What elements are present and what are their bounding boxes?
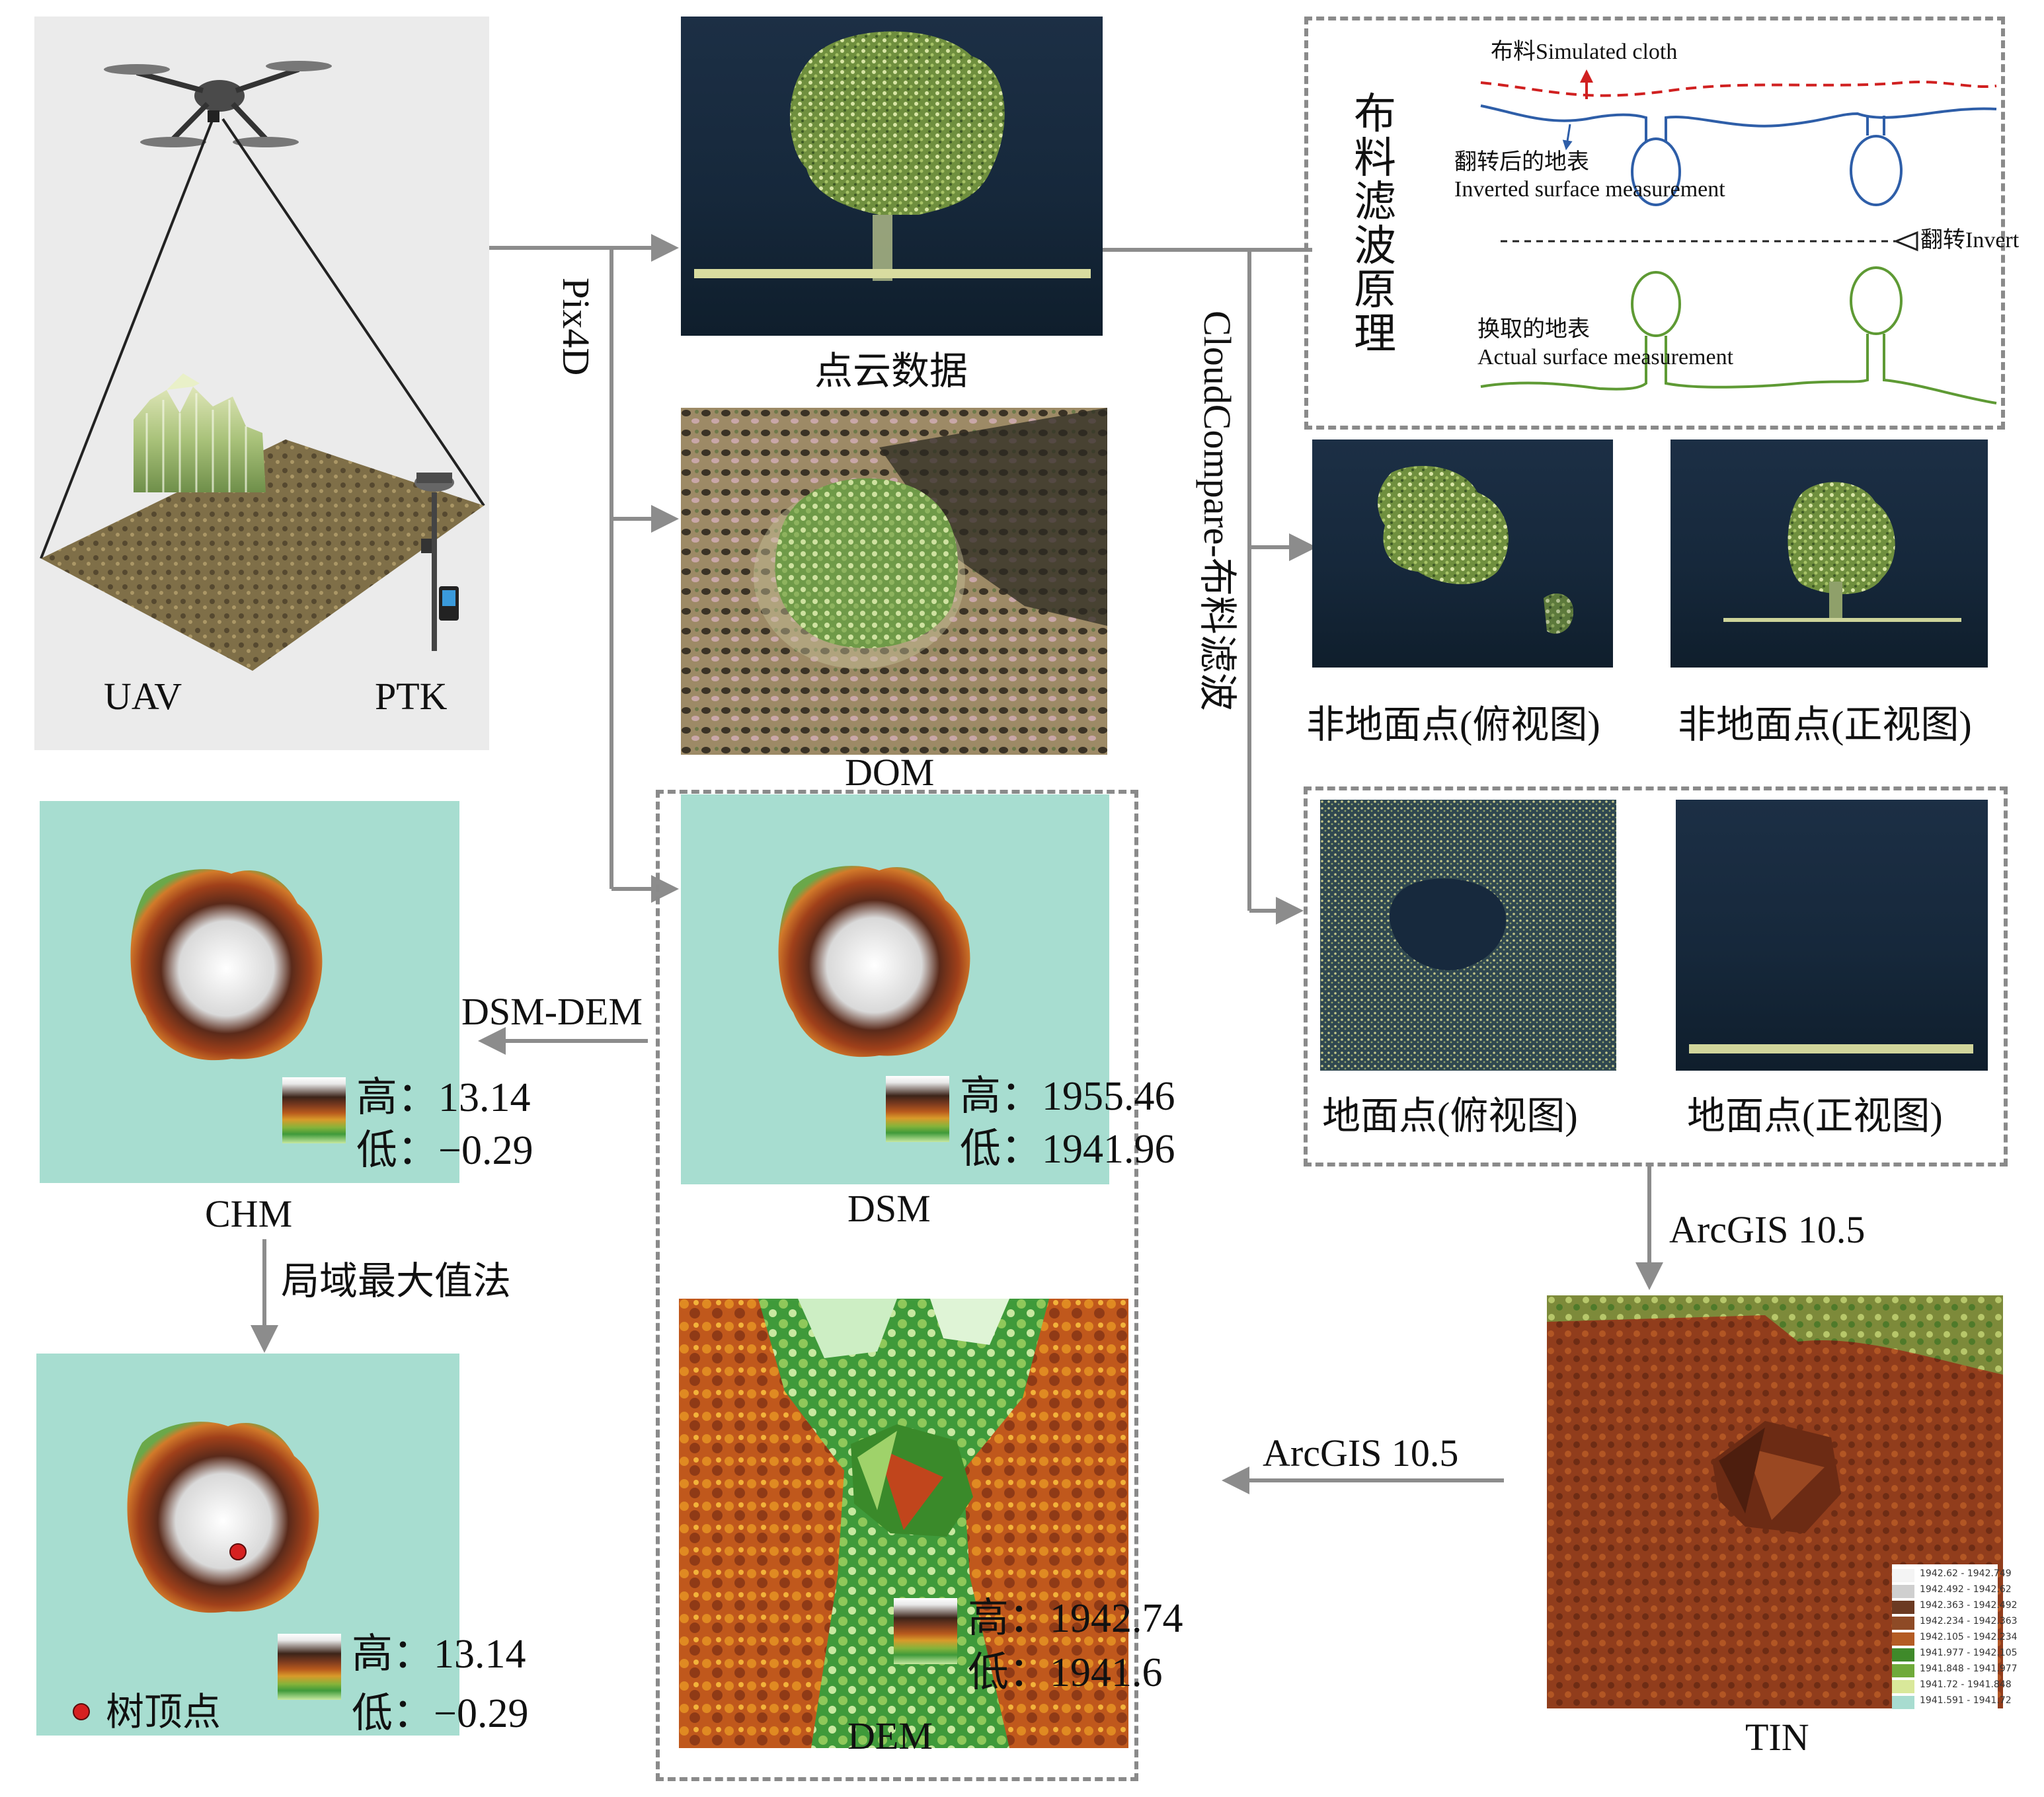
tin-legend-row: 1942.105 - 1942.234 [1892,1630,2044,1648]
local-max-label: 局域最大值法 [281,1260,512,1303]
dsm-caption: DSM [847,1187,931,1230]
simulated-cloth-label: 布料Simulated cloth [1491,40,1678,64]
tin-legend-swatch [1892,1648,1914,1662]
tin-legend-range: 1942.363 - 1942.492 [1920,1600,2018,1611]
uav-scene-illustration [40,61,485,671]
dsm-high-value: 高：1955.46 [960,1074,1175,1119]
chm-low-value: 低：−0.29 [356,1128,533,1173]
dom-caption: DOM [845,751,935,794]
inverted-surface-cn: 翻转后的地表 [1454,150,1589,174]
nonground-front-view [1671,440,1988,668]
tin-legend-range: 1941.591 - 1941.72 [1920,1695,2012,1706]
tree-top-legend-marker [73,1703,90,1720]
tin-legend-row: 1942.234 - 1942.363 [1892,1615,2044,1632]
uav-ptk-panel: UAV PTK [34,17,489,750]
tin-legend-swatch [1892,1680,1914,1693]
tin-legend-row: 1942.363 - 1942.492 [1892,1599,2044,1616]
tin-legend-row: 1941.591 - 1941.72 [1892,1694,2044,1711]
ground-top-view [1320,800,1616,1071]
dem-high-value: 高：1942.74 [968,1596,1183,1641]
dem-image [679,1299,1128,1748]
tin-legend-range: 1941.72 - 1941.848 [1920,1679,2012,1690]
tree-top-high-value: 高：13.14 [352,1632,526,1677]
ground-points-box [1304,786,2008,1166]
chm-color-ramp [282,1077,346,1143]
tin-legend-range: 1942.234 - 1942.363 [1920,1616,2018,1626]
tree-top-label: 树顶点 [106,1691,221,1734]
cloudcompare-label: CloudCompare-布料滤波 [1196,311,1239,711]
dem-legend: 高：1942.74 低：1941.6 [894,1598,1183,1693]
dem-low-value: 低：1941.6 [968,1650,1163,1695]
ground-front-caption: 地面点(正视图) [1687,1094,1943,1137]
tin-legend-swatch [1892,1617,1914,1630]
chm-high-value: 高：13.14 [356,1075,531,1120]
cloth-principle-diagram [1480,69,1997,404]
arcgis-dem-label: ArcGIS 10.5 [1263,1432,1459,1474]
arcgis-tin-label: ArcGIS 10.5 [1669,1208,1866,1251]
tin-caption: TIN [1745,1716,1809,1759]
dsm-low-value: 低：1941.96 [960,1127,1175,1172]
chm-legend: 高：13.14 低：−0.29 [282,1077,533,1171]
tin-legend-range: 1941.848 - 1941.977 [1920,1663,2018,1674]
dom-image [681,408,1107,755]
tin-legend-range: 1942.492 - 1942.62 [1920,1584,2012,1595]
tin-legend: 1942.62 - 1942.749 1942.492 - 1942.62 1942… [1892,1564,2018,1723]
ptk-receiver-icon [414,473,459,651]
tin-legend-row: 1941.848 - 1941.977 [1892,1662,2044,1679]
actual-surface-cn: 换取的地表 [1477,317,1590,342]
tin-image: 1942.62 - 1942.749 1942.492 - 1942.62 1942… [1547,1295,2018,1723]
dem-caption: DEM [847,1714,933,1757]
nonground-top-caption: 非地面点(俯视图) [1306,703,1600,746]
drone-icon [104,61,332,147]
tin-legend-swatch [1892,1601,1914,1614]
tin-legend-swatch [1892,1569,1914,1582]
dsm-color-ramp [886,1076,949,1142]
chm-caption: CHM [205,1192,293,1235]
nonground-top-view [1312,440,1613,668]
dsm-legend: 高：1955.46 低：1941.96 [886,1076,1175,1170]
actual-surface-en: Actual surface measurement [1477,345,1734,369]
tree-top-color-ramp [278,1634,341,1700]
pix4d-label: Pix4D [555,278,598,376]
tree-columns-icon [134,373,266,492]
tree-top-marker [229,1543,247,1560]
tin-legend-row: 1941.977 - 1942.105 [1892,1646,2044,1663]
inverted-surface-en: Inverted surface measurement [1454,177,1725,202]
chm-image [40,801,459,1183]
uav-label: UAV [104,675,182,718]
ptk-label: PTK [375,675,448,718]
cloth-principle-title: 布料滤波原理 [1354,90,1396,359]
tree-top-low-value: 低：−0.29 [352,1691,529,1736]
tin-legend-swatch [1892,1664,1914,1677]
tin-legend-row: 1941.72 - 1941.848 [1892,1678,2044,1695]
ground-top-caption: 地面点(俯视图) [1322,1094,1578,1137]
tin-legend-row: 1942.492 - 1942.62 [1892,1583,2044,1600]
tin-legend-swatch [1892,1585,1914,1598]
tin-legend-range: 1942.62 - 1942.749 [1920,1568,2012,1579]
tin-legend-swatch [1892,1696,1914,1709]
nonground-front-caption: 非地面点(正视图) [1678,703,1972,746]
cloth-principle-box [1304,17,2005,430]
dsm-dem-dashed-box [656,790,1138,1781]
tin-legend-swatch [1892,1632,1914,1646]
tin-legend-row: 1942.62 - 1942.749 [1892,1567,2044,1584]
point-cloud-image [681,17,1103,336]
tree-top-legend: 高：13.14 低：−0.29 [278,1634,528,1734]
tree-top-image [36,1354,459,1736]
tin-legend-range: 1941.977 - 1942.105 [1920,1648,2018,1658]
dsm-dem-label: DSM-DEM [461,990,643,1033]
invert-label: 翻转Invert [1920,228,2020,252]
point-cloud-caption: 点云数据 [814,350,968,393]
tin-legend-range: 1942.105 - 1942.234 [1920,1632,2018,1642]
dem-color-ramp [894,1598,957,1664]
ground-front-view [1676,800,1988,1071]
